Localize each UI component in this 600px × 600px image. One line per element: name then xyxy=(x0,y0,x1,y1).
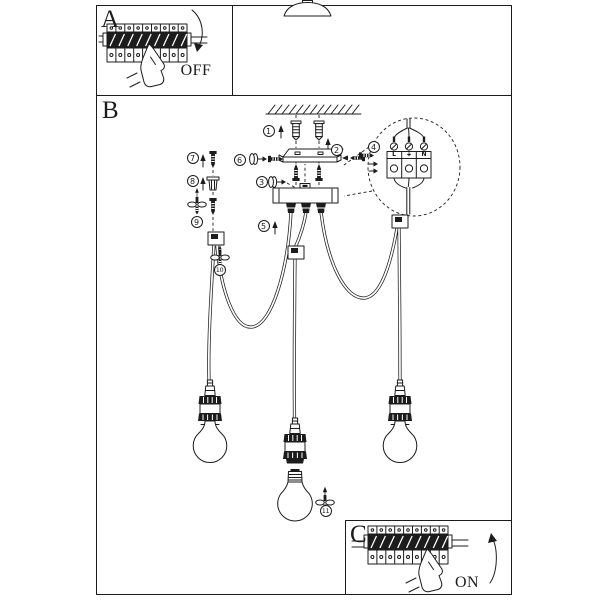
right-arrow-icon xyxy=(276,178,287,186)
cord-grip xyxy=(286,203,296,213)
callout-1: 1 xyxy=(262,124,275,137)
light-bulb-icon xyxy=(192,420,228,464)
curved-arrow-up-icon xyxy=(488,533,497,584)
wall-anchor-icon xyxy=(313,120,325,141)
panel-a-breaker-off xyxy=(96,5,233,96)
callout-7: 7 xyxy=(186,151,199,164)
cord-grip xyxy=(301,203,311,213)
up-arrow-icon xyxy=(199,153,207,168)
pendant-cords xyxy=(207,211,402,420)
panel-c-breaker-on xyxy=(345,520,512,595)
callout-4: 4 xyxy=(367,140,380,153)
loose-bulb xyxy=(277,469,313,522)
canopy xyxy=(272,183,339,213)
wall-anchor-icon xyxy=(290,120,302,141)
cord-clip xyxy=(207,231,225,246)
right-arrow-icon xyxy=(257,155,268,163)
up-arrow-icon xyxy=(277,124,285,139)
magnifier-circle xyxy=(367,117,461,217)
callout-10: 10 xyxy=(213,263,226,276)
panel-a-label: A xyxy=(101,6,120,33)
terminal-label-live: L xyxy=(392,151,396,158)
breaker-strip-icon xyxy=(363,525,453,565)
right-arrow-icon xyxy=(368,160,379,168)
light-bulb-icon xyxy=(382,420,418,464)
wall-anchor-cup xyxy=(206,176,220,191)
ceiling-hatch xyxy=(265,104,362,115)
panel-b-label: B xyxy=(102,97,119,124)
cord-grip xyxy=(316,203,326,213)
screw-icon xyxy=(291,163,301,182)
callout-3: 3 xyxy=(255,175,268,188)
screw-icon xyxy=(208,150,218,169)
callout-6: 6 xyxy=(233,153,246,166)
left-arrowhead-icon xyxy=(342,155,348,161)
lamp-socket-icon xyxy=(197,379,223,422)
breaker-on-label: ON xyxy=(454,574,480,591)
terminal-label-neutral: N xyxy=(421,151,427,158)
up-arrow-icon xyxy=(199,176,207,191)
panel-c-label: C xyxy=(350,521,367,548)
callout-5: 5 xyxy=(257,219,270,232)
cord-clip xyxy=(287,245,305,260)
washer-icon xyxy=(249,153,259,165)
callout-9: 9 xyxy=(190,215,203,228)
callout-8: 8 xyxy=(186,174,199,187)
curved-arrow-down-icon xyxy=(191,9,203,52)
right-arrow-icon xyxy=(368,167,379,175)
terminal-screw-icon xyxy=(358,151,375,160)
up-arrow-icon xyxy=(194,187,200,198)
lamp-socket-open xyxy=(282,417,308,464)
screw-icon xyxy=(314,163,324,182)
callout-2: 2 xyxy=(330,143,343,156)
mounting-bracket xyxy=(278,148,344,163)
screw-icon xyxy=(208,197,218,216)
thumb-screw-icon xyxy=(187,196,207,215)
panel-b-assembly xyxy=(187,104,461,522)
terminal-label-earth: ⏚ xyxy=(405,151,412,158)
lamp-socket-icon xyxy=(387,379,413,422)
callout-11: 11 xyxy=(319,504,332,517)
up-arrow-icon xyxy=(271,220,279,235)
breaker-off-label: OFF xyxy=(180,62,212,79)
cord-clip xyxy=(391,214,409,229)
ceiling-cup xyxy=(283,0,332,17)
magnifier-detail xyxy=(358,117,461,217)
washer-icon xyxy=(268,176,278,188)
